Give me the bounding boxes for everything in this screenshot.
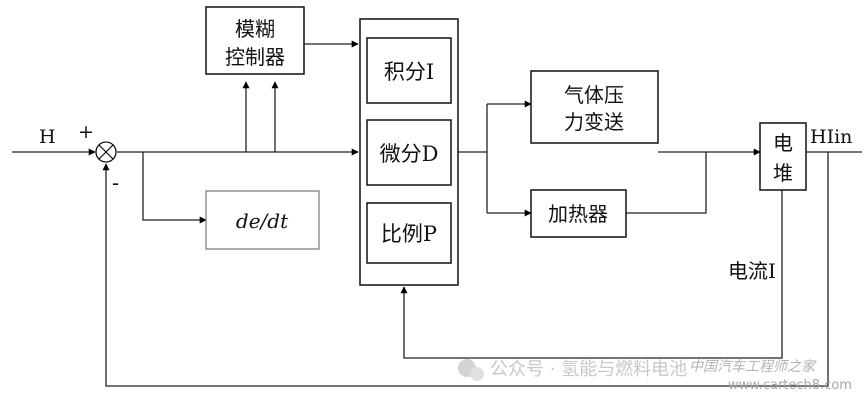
integral-label: 积分I: [384, 60, 434, 84]
dedt-block: [205, 190, 320, 250]
site-watermark-name: 中国汽车工程师之家: [689, 359, 817, 375]
wechat-watermark: 公众号 · 氢能与燃料电池: [458, 359, 687, 381]
heater-block: [530, 189, 627, 238]
fuzzy-label-line1: 模糊: [235, 17, 275, 41]
wechat-watermark-text: 公众号 · 氢能与燃料电池: [490, 359, 687, 380]
fuzzy-label-line2: 控制器: [225, 45, 285, 69]
proportional-label: 比例P: [381, 222, 437, 246]
fuzzy-controller-block: [205, 6, 305, 75]
gas-pressure-block: [530, 70, 659, 144]
heater-label: 加热器: [548, 202, 608, 226]
wire-heater-stack: [626, 152, 707, 214]
derivative-label: 微分D: [380, 142, 439, 166]
wire-output-feedback: [102, 152, 829, 387]
output-label: HIin: [810, 126, 852, 148]
stack-label-line2: 堆: [773, 161, 793, 185]
integral-block: [366, 37, 452, 104]
wires: [12, 40, 862, 387]
dedt-label: de/dt: [236, 209, 289, 233]
current-label: 电流I: [728, 259, 776, 283]
summing-junction: [95, 141, 117, 163]
site-watermark-url: www.cartech8.com: [728, 378, 852, 393]
proportional-block: [366, 202, 452, 264]
stack-label-line1: 电: [773, 131, 793, 155]
input-label: H: [39, 126, 56, 148]
stack-block: [759, 122, 807, 191]
plus-sign: +: [78, 121, 94, 143]
wire-current-feedback: [400, 190, 783, 359]
gas-label-line1: 气体压: [564, 83, 624, 107]
gas-label-line2: 力变送: [564, 110, 624, 134]
wire-dedt: [142, 152, 207, 224]
derivative-block: [366, 119, 452, 186]
minus-sign: -: [112, 171, 119, 195]
